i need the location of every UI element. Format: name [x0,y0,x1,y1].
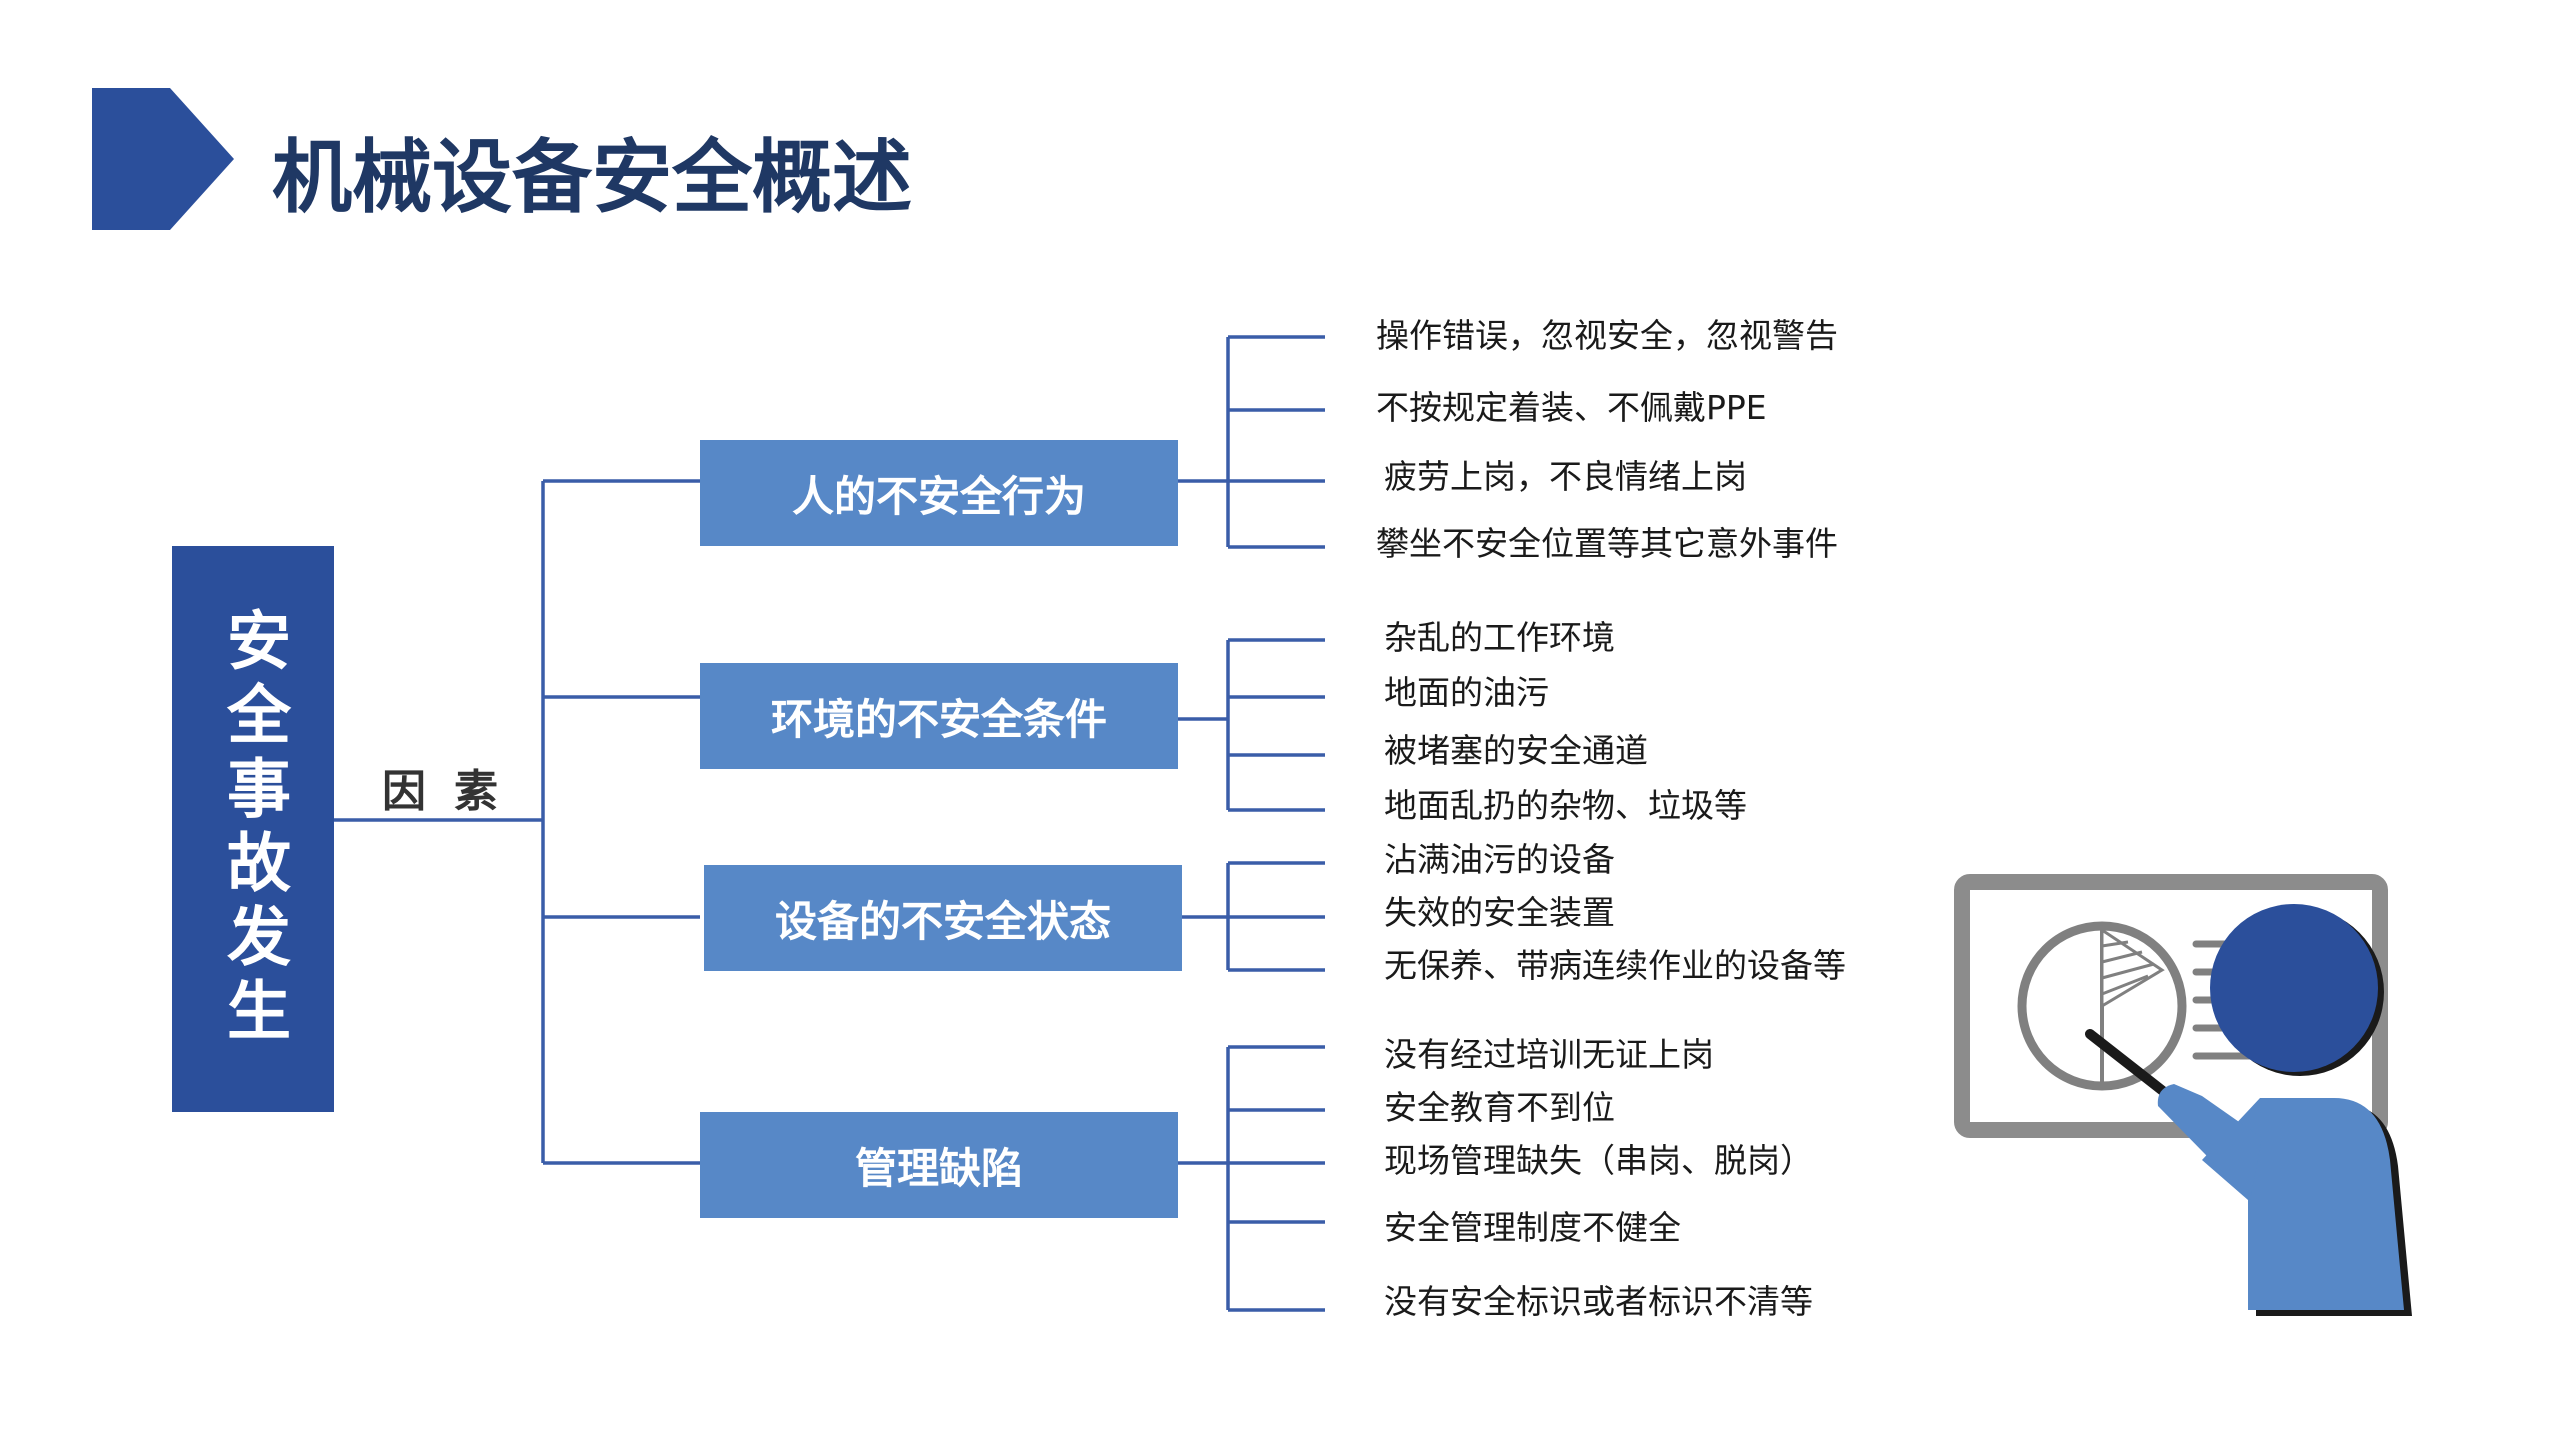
leaf-item: 没有安全标识或者标识不清等 [1384,1282,1813,1321]
arrow-chevron-icon [92,88,234,230]
leaf-item: 地面乱扔的杂物、垃圾等 [1384,786,1747,825]
presenter-illustration-icon [1954,874,2412,1316]
category-equipment: 设备的不安全状态 [704,865,1182,971]
category-label: 设备的不安全状态 [774,896,1111,946]
category-label: 环境的不安全条件 [770,694,1107,744]
root-label: 安全事故发生 [216,607,290,1051]
leaf-item: 安全教育不到位 [1384,1088,1615,1127]
category-human-behavior: 人的不安全行为 [700,440,1178,546]
category-label: 管理缺陷 [854,1143,1023,1193]
category-label: 人的不安全行为 [791,471,1086,521]
leaf-item: 操作错误，忽视安全，忽视警告 [1376,316,1838,355]
page-title: 机械设备安全概述 [272,131,912,224]
root-node: 安全事故发生 [172,546,334,1112]
factor-label: 因素 [382,766,526,817]
leaf-item: 被堵塞的安全通道 [1384,731,1648,770]
leaf-item: 沾满油污的设备 [1384,840,1615,879]
category-environment: 环境的不安全条件 [700,663,1178,769]
leaf-item: 无保养、带病连续作业的设备等 [1384,946,1846,985]
leaf-item: 攀坐不安全位置等其它意外事件 [1376,524,1838,563]
leaf-item: 疲劳上岗，不良情绪上岗 [1384,457,1747,496]
leaf-item: 没有经过培训无证上岗 [1384,1035,1714,1074]
leaf-item: 杂乱的工作环境 [1384,618,1615,657]
leaf-item: 地面的油污 [1384,673,1549,712]
leaf-item: 安全管理制度不健全 [1384,1208,1681,1247]
leaf-item: 不按规定着装、不佩戴PPE [1376,388,1767,427]
category-management: 管理缺陷 [700,1112,1178,1218]
leaf-item: 失效的安全装置 [1384,893,1615,932]
leaf-item: 现场管理缺失（串岗、脱岗） [1384,1141,1813,1180]
